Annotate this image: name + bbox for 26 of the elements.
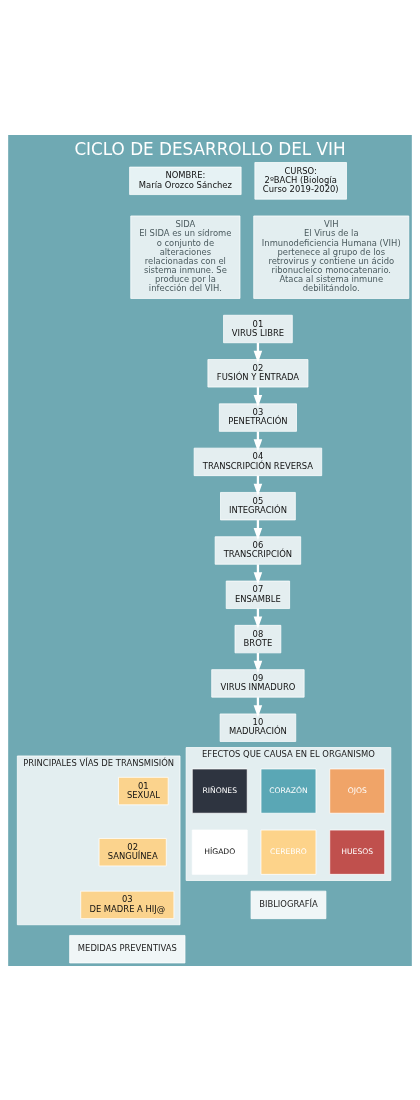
node-box: CURSO: 2ºBACH (Biología Curso 2019-2020) (254, 161, 347, 200)
node-box: 10 MADURACIÓN (219, 713, 297, 742)
node-box: CORAZÓN (260, 768, 317, 814)
node-box: 01 SEXUAL (118, 776, 169, 805)
node-box: NOMBRE: María Orozco Sánchez (129, 166, 242, 195)
node-box: 08 BROTE (234, 624, 282, 653)
node-box: 03 PENETRACIÓN (219, 402, 297, 432)
node-box: 02 FUSIÓN Y ENTRADA (207, 358, 309, 387)
node-box: 05 INTEGRACIÓN (220, 491, 296, 520)
node-box: CEREBRO (260, 829, 317, 875)
node-box: HÍGADO (191, 829, 248, 875)
node-box: 07 ENSAMBLE (225, 580, 290, 609)
node-box: SIDA El SIDA es un sídrome o conjunto de alteraciones relacionadas con el sistema inmune. Se produce por la infección del VIH. (130, 215, 241, 299)
node-box: OJOS (329, 768, 386, 814)
node-box: 03 DE MADRE A HIJ@ (80, 890, 175, 919)
node-box: 02 SANGUÍNEA (98, 837, 167, 866)
node-box: 06 TRANSCRIPCIÓN (214, 535, 302, 565)
node-box: 04 TRANSCRIPCIÓN REVERSA (193, 447, 323, 476)
node-box: HUESOS (329, 829, 386, 875)
node-box: MEDIDAS PREVENTIVAS (69, 934, 186, 963)
node-box: BIBLIOGRAFÍA (250, 890, 327, 919)
diagram-title: CICLO DE DESARROLLO DEL VIH (74, 138, 346, 159)
node-box: VIH El Virus de la Inmunodeficiencia Humana (VIH) pertenece al grupo de los retrovirus y contiene un ácido ribonucleico monocatenario. Ataca al sistema inmune debilitándolo. (253, 215, 410, 299)
node-box: 09 VIRUS INMADURO (211, 668, 305, 698)
node-box: RIÑONES (191, 768, 248, 814)
node-box: 01 VIRUS LIBRE (223, 314, 293, 343)
